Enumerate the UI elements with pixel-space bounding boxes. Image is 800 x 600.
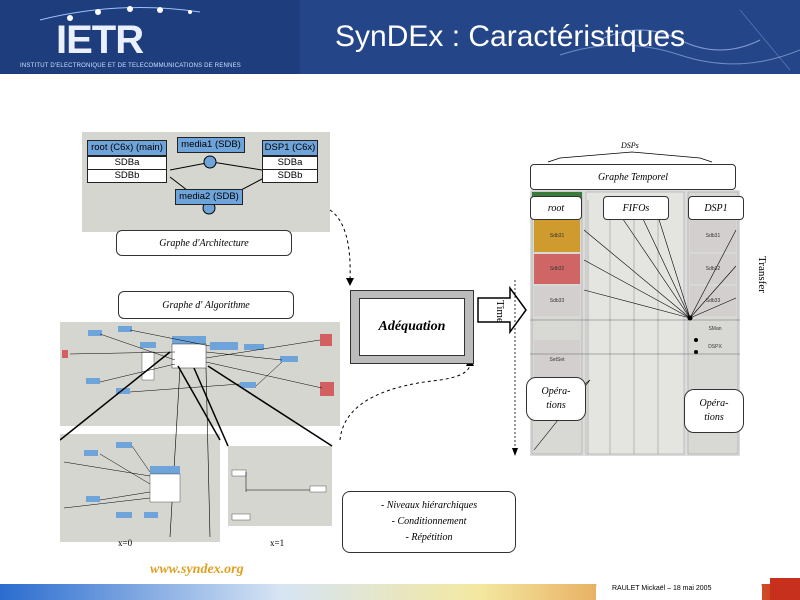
operations-label-right: Opéra- tions [684,389,744,433]
root-port-sdba: SDBa [87,156,167,170]
adequation-inner: Adéquation [359,298,465,356]
adequation-label: Adéquation [378,319,446,334]
footer-corner-accent [770,578,800,600]
ietr-logo: IETR [56,18,144,62]
dsp1-node-title: DSP1 (C6x) [262,140,318,156]
root-port-sdbb: SDBb [87,169,167,183]
logo-subtitle: INSTITUT D'ELECTRONIQUE ET DE TELECOMMUN… [20,63,241,69]
footer-url-link[interactable]: www.syndex.org [150,562,244,577]
dsps-label: DSPs [621,141,639,150]
feature-hierarchy: - Niveaux hiérarchiques [380,500,478,511]
operations-label-left: Opéra- tions [526,377,586,421]
algorithm-sub-label-x1: x=1 [270,538,285,548]
slide-title: SynDEx : Caractéristiques [335,20,686,53]
algorithm-graph: x=0 x=1 [60,322,340,548]
gantt-cell-dsp1-2: Sdb32 [705,266,721,272]
gantt-cell-root-3: Sdb33 [549,298,565,304]
column-root: root [530,196,582,220]
algorithm-sub-label-x0: x=0 [118,538,133,548]
architecture-label: Graphe d'Architecture [116,230,292,256]
gantt-cell-dsp1-1: Sdb31 [705,233,721,239]
media2-node: media2 (SDB) [175,189,243,205]
time-axis-arrow [512,280,518,456]
media1-node: media1 (SDB) [177,137,245,153]
time-label: Time [494,300,506,323]
header-banner: IETR INSTITUT D'ELECTRONIQUE ET DE TELEC… [0,0,800,74]
temporal-title: Graphe Temporel [530,164,736,190]
root-node-title: root (C6x) (main) [87,140,167,156]
algorithm-drawing [60,322,340,542]
gantt-cell-root-1: Sdb31 [549,233,565,239]
features-box: - Niveaux hiérarchiques - Conditionnemen… [342,491,516,553]
header-decoration [0,0,800,74]
column-fifos: FIFOs [603,196,669,220]
gantt-cell-dsp1-3: Sdb33 [705,298,721,304]
operations-label-right-text: Opéra- tions [699,398,729,423]
feature-repetition: - Répétition [405,532,453,543]
feature-conditioning: - Conditionnement [391,516,467,527]
gantt-cell-dsp1-4: SMan [708,326,722,332]
gantt-cell-root-4: SetSet [549,357,565,363]
footer-author: RAULET Mickaël – 18 mai 2005 [612,585,712,592]
operations-label-left-text: Opéra- tions [541,386,571,411]
adequation-box: Adéquation [350,290,474,364]
column-dsp1: DSP1 [688,196,744,220]
dsp1-port-sdbb: SDBb [262,169,318,183]
gantt-cell-dsp1-5: DSPX [708,344,722,350]
transfer-label: Transfer [756,256,768,293]
algorithm-label: Graphe d' Algorithme [118,291,294,319]
dsp1-port-sdba: SDBa [262,156,318,170]
architecture-graph: root (C6x) (main) SDBa SDBb media1 (SDB)… [82,132,330,232]
footer-author-tab [596,574,762,600]
gantt-cell-root-2: Sdb32 [549,266,565,272]
